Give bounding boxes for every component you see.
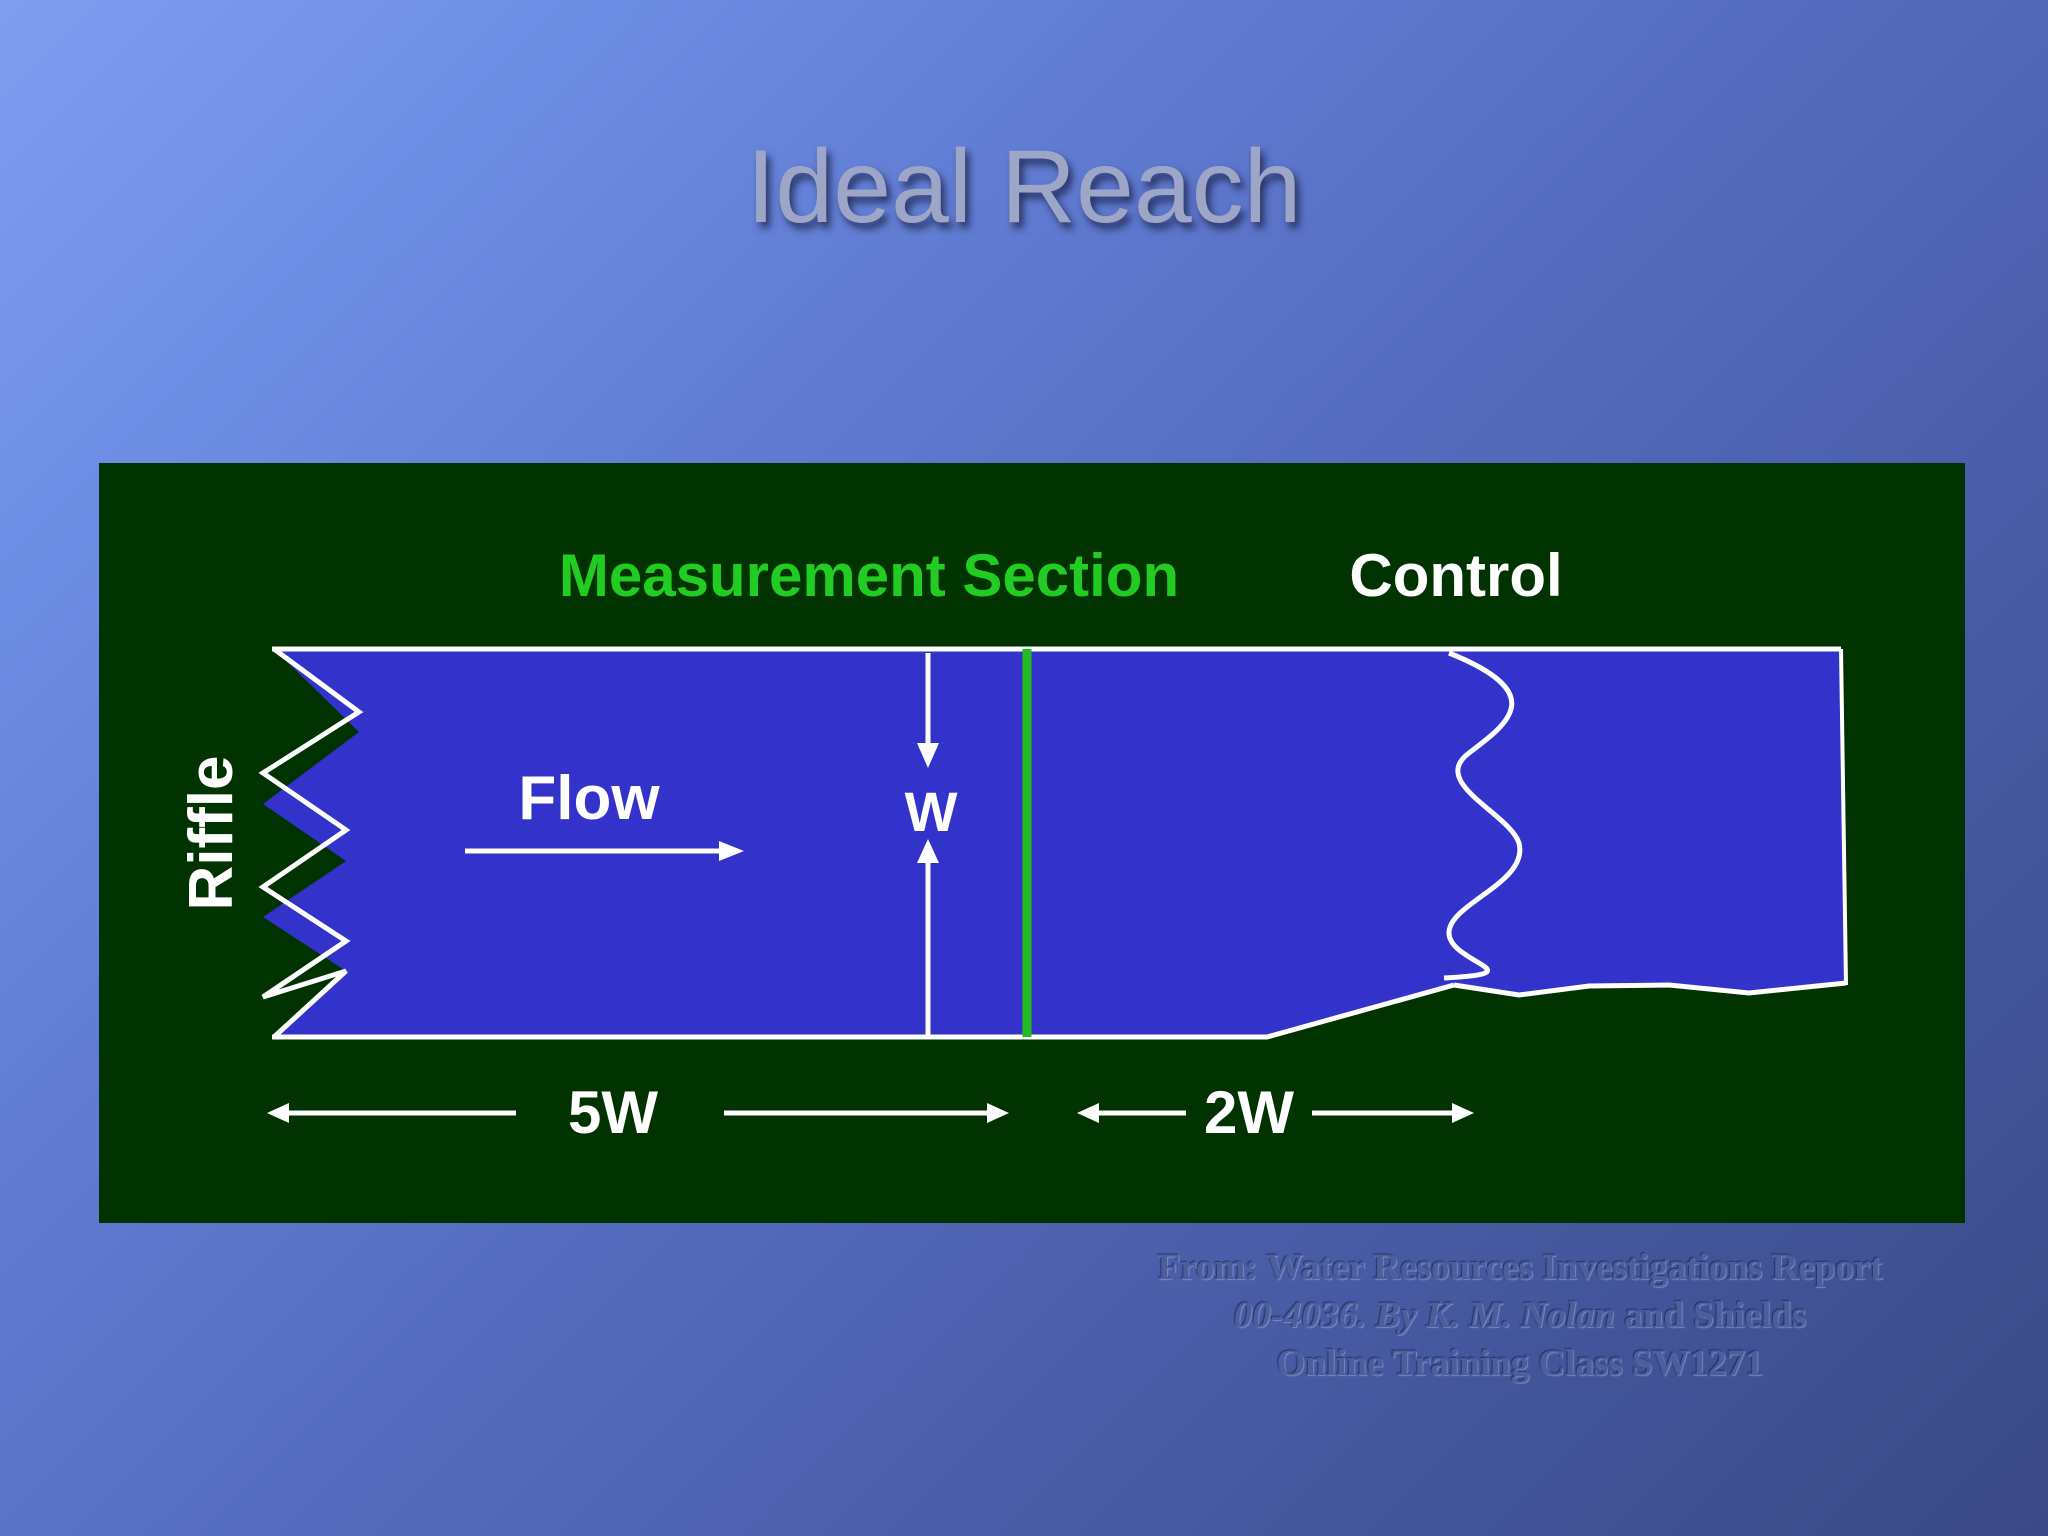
- dimension-5w-right-arrowhead: [987, 1103, 1009, 1123]
- measurement-section-label: Measurement Section: [559, 542, 1179, 609]
- dimension-5w-left-arrowhead: [267, 1103, 289, 1123]
- diagram-canvas: Measurement Section Control Riffle Flow …: [177, 542, 1848, 1146]
- credit-line-2-prefix: 00-4036. By K. M.: [1233, 1295, 1521, 1336]
- source-credit: From: Water Resources Investigations Rep…: [1030, 1244, 2010, 1388]
- flow-arrowhead: [719, 841, 744, 861]
- width-arrowhead-down: [917, 743, 939, 768]
- width-arrowhead-up: [917, 839, 939, 863]
- riffle-zigzag: [258, 646, 364, 1039]
- credit-line-3: Online Training Class SW1271: [1276, 1343, 1764, 1384]
- riffle-label: Riffle: [177, 756, 246, 911]
- bottom-bank-line: [272, 982, 1455, 1040]
- slide-title: Ideal Reach: [746, 129, 1302, 245]
- dimension-2w-left-arrowhead: [1077, 1103, 1099, 1123]
- control-wave-line: [1443, 650, 1523, 981]
- flow-label: Flow: [518, 764, 660, 833]
- right-bank-line: [1839, 648, 1848, 986]
- width-label: W: [905, 780, 958, 843]
- downstream-distance-label: 2W: [1204, 1079, 1294, 1146]
- ideal-reach-diagram: Measurement Section Control Riffle Flow …: [99, 463, 1965, 1223]
- control-bed-line: [1453, 980, 1847, 998]
- credit-line-2: 00-4036. By K. M. Nolan and Shields: [1030, 1292, 2010, 1340]
- upstream-distance-label: 5W: [568, 1079, 658, 1146]
- credit-line-1: From: Water Resources Investigations Rep…: [1157, 1247, 1883, 1288]
- control-label: Control: [1349, 542, 1562, 609]
- channel-water: [263, 649, 1846, 1037]
- credit-author-name: Nolan: [1520, 1295, 1616, 1336]
- dimension-2w-right-arrowhead: [1452, 1103, 1474, 1123]
- credit-line-2-suffix: and Shields: [1615, 1295, 1807, 1336]
